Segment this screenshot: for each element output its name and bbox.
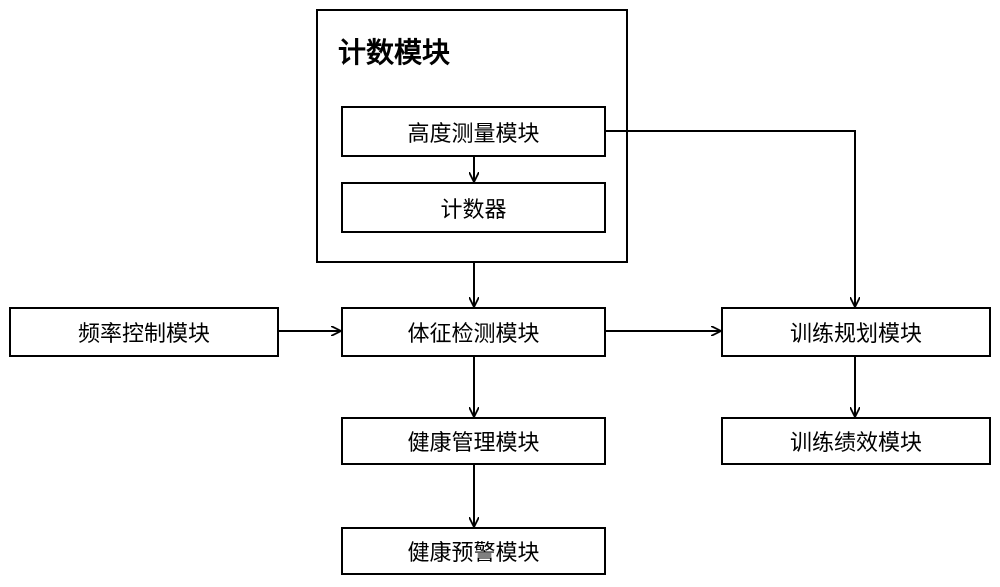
counter-box: 计数器 (341, 182, 606, 233)
arrow-height-to-training-planning (606, 131, 855, 306)
health-management-module: 健康管理模块 (341, 417, 606, 465)
counting-module-title: 计数模块 (338, 31, 450, 71)
training-planning-module: 训练规划模块 (721, 307, 991, 357)
frequency-control-module: 频率控制模块 (9, 307, 279, 357)
height-measurement-module: 高度测量模块 (341, 106, 606, 157)
training-performance-module: 训练绩效模块 (721, 417, 991, 465)
vital-sign-detection-module: 体征检测模块 (341, 307, 606, 357)
health-warning-module: 健康预警模块 (341, 527, 606, 575)
